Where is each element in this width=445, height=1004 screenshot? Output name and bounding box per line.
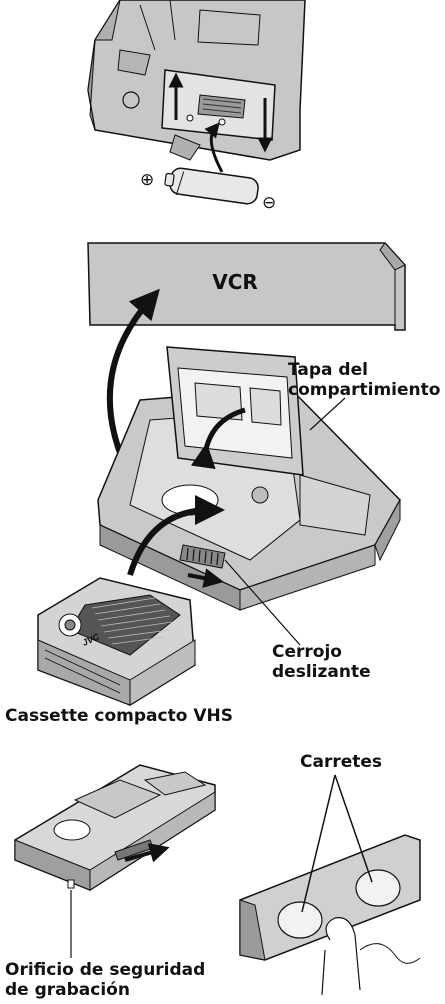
compact-vhs-cassette [37,577,196,706]
plus-terminal-symbol: ⊕ [140,170,155,190]
vcr-label: VCR [212,270,258,294]
reels-leader-right [334,774,373,883]
cassette-reels-illustration [239,774,421,996]
cassette-brand-text: JVC [81,631,102,647]
hole-label-line1: Orificio de seguridad [5,960,206,980]
lid-label-line2: compartimiento [288,380,441,400]
slide-latch [179,544,226,569]
lid-leader-line [309,397,346,431]
reels-label: Carretes [300,752,383,772]
cassette-label: Cassette compacto VHS [5,706,233,726]
hole-label-line2: de grabación [5,980,130,1000]
record-safety-hole [67,879,75,889]
battery-compartment-illustration [87,0,306,205]
insert-cassette-arrow [127,495,225,576]
right-reel [355,869,401,907]
battery [164,167,259,205]
latch-leader-line [224,559,301,646]
left-reel [277,901,323,939]
latch-slide-arrow [187,568,224,588]
insert-battery-arrow [204,122,224,173]
close-lid-arrow [190,407,246,470]
reels-leader-left [301,774,336,913]
vcr-illustration [87,242,406,331]
lid-label-line1: Tapa del [288,360,368,380]
cassette-underside-illustration [14,764,216,958]
finger [321,917,361,996]
minus-terminal-symbol: ⊖ [262,193,277,213]
latch-label: Cerrojo deslizante [272,642,371,682]
open-adapter-illustration [97,346,401,611]
